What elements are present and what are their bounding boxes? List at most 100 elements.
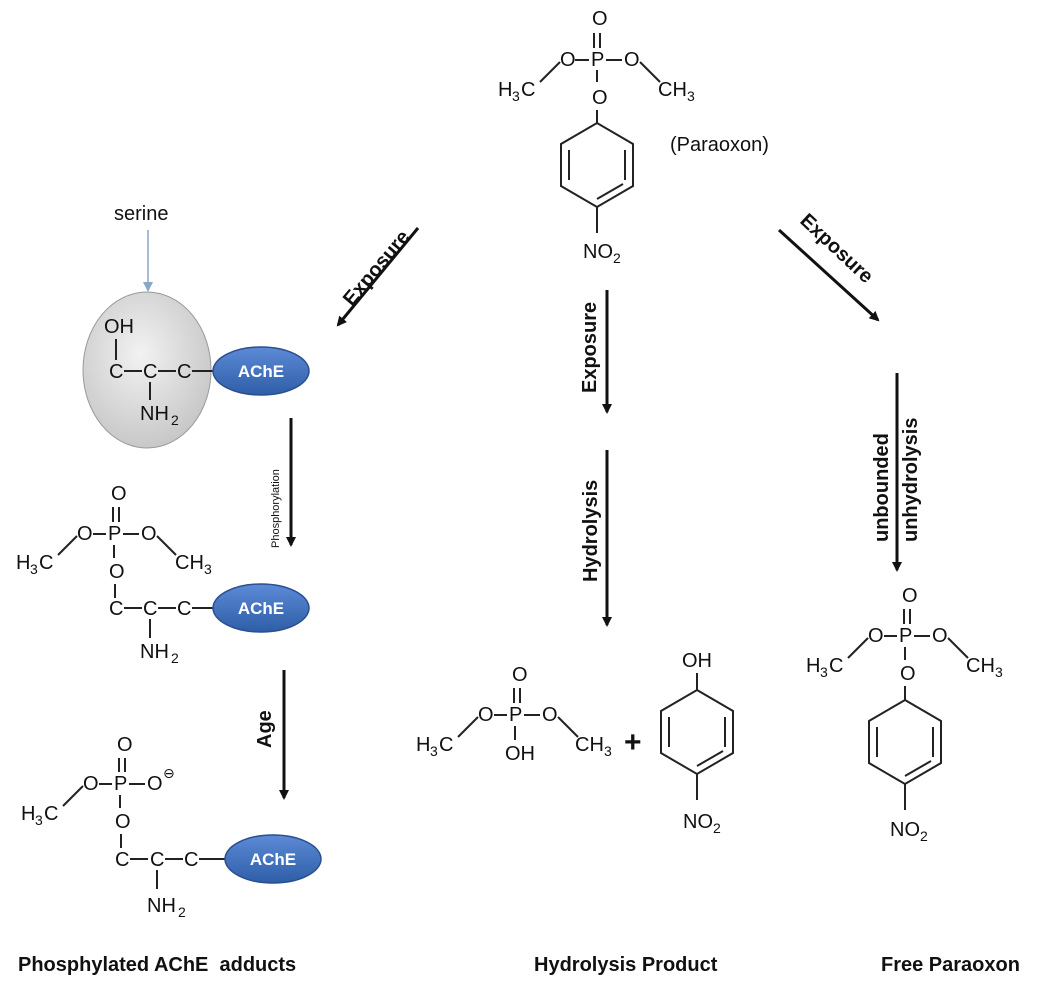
unbounded-label: unbounded xyxy=(871,433,893,542)
atom-no: NO xyxy=(583,241,613,263)
atom-o: O xyxy=(560,49,576,71)
atom-c: C xyxy=(39,552,53,574)
atom-o: O xyxy=(117,734,133,756)
atom-c: C xyxy=(44,803,58,825)
enzyme-ache: AChE xyxy=(212,583,310,633)
atom-ch: CH xyxy=(966,655,995,677)
subscript-3: 3 xyxy=(35,812,43,828)
subscript-2: 2 xyxy=(920,828,928,844)
aged-ache-molecule: O O P O ⊖ H 3 C O C C C NH 2 xyxy=(21,734,226,920)
atom-h: H xyxy=(21,803,35,825)
atom-c: C xyxy=(521,79,535,101)
exposure-label-middle: Exposure xyxy=(579,302,601,393)
caption-hydrolysis-product: Hydrolysis Product xyxy=(534,954,718,976)
atom-o: O xyxy=(542,704,558,726)
atom-nh: NH xyxy=(147,895,176,917)
atom-o: O xyxy=(109,561,125,583)
atom-c: C xyxy=(439,734,453,756)
atom-o: O xyxy=(111,483,127,505)
subscript-3: 3 xyxy=(204,561,212,577)
atom-no: NO xyxy=(890,819,920,841)
diethyl-phosphate-molecule: O O P O H 3 C CH 3 OH xyxy=(416,664,612,765)
paraoxon-label: (Paraoxon) xyxy=(670,134,769,156)
atom-p: P xyxy=(899,625,912,647)
atom-o: O xyxy=(902,585,918,607)
atom-o: O xyxy=(77,523,93,545)
atom-o: O xyxy=(147,773,163,795)
atom-c: C xyxy=(143,598,157,620)
caption-free-paraoxon: Free Paraoxon xyxy=(881,954,1020,976)
atom-o: O xyxy=(900,663,916,685)
atom-c: C xyxy=(184,849,198,871)
atom-ch: CH xyxy=(658,79,687,101)
subscript-2: 2 xyxy=(171,412,179,428)
atom-o: O xyxy=(592,8,608,30)
caption-phosphylated-adducts: Phosphylated AChE adducts xyxy=(18,954,296,976)
atom-o: O xyxy=(141,523,157,545)
atom-oh: OH xyxy=(505,743,535,765)
atom-p: P xyxy=(114,773,127,795)
atom-o: O xyxy=(868,625,884,647)
subscript-2: 2 xyxy=(613,250,621,266)
atom-c: C xyxy=(177,598,191,620)
atom-c: C xyxy=(177,361,191,383)
atom-c: C xyxy=(109,361,123,383)
free-paraoxon-molecule: O O P O H 3 C CH 3 O NO 2 xyxy=(806,585,1003,844)
atom-h: H xyxy=(498,79,512,101)
enzyme-label: AChE xyxy=(238,362,284,381)
atom-h: H xyxy=(806,655,820,677)
atom-c: C xyxy=(150,849,164,871)
atom-c: C xyxy=(115,849,129,871)
atom-p: P xyxy=(108,523,121,545)
phosphorylated-ache-molecule: O O P O H 3 C CH 3 O C C C NH 2 xyxy=(16,483,215,666)
unhydrolysis-label: unhydrolysis xyxy=(900,418,922,542)
atom-nh: NH xyxy=(140,403,169,425)
subscript-3: 3 xyxy=(604,743,612,759)
atom-o: O xyxy=(512,664,528,686)
exposure-arrow-left xyxy=(336,227,420,327)
atom-ch: CH xyxy=(575,734,604,756)
exposure-label-right: Exposure xyxy=(796,210,878,288)
atom-o: O xyxy=(592,87,608,109)
atom-oh: OH xyxy=(104,316,134,338)
atom-p: P xyxy=(591,49,604,71)
atom-oh: OH xyxy=(682,650,712,672)
atom-o: O xyxy=(478,704,494,726)
enzyme-ache: AChE xyxy=(224,834,322,884)
atom-c: C xyxy=(109,598,123,620)
atom-h: H xyxy=(416,734,430,756)
atom-c: C xyxy=(829,655,843,677)
negative-charge: ⊖ xyxy=(163,765,175,781)
atom-no: NO xyxy=(683,811,713,833)
subscript-3: 3 xyxy=(30,561,38,577)
subscript-3: 3 xyxy=(512,88,520,104)
atom-p: P xyxy=(509,704,522,726)
atom-o: O xyxy=(932,625,948,647)
p-nitrophenol-molecule: OH NO 2 xyxy=(660,650,734,836)
atom-o: O xyxy=(83,773,99,795)
phosphorylation-label: Phosphorylation xyxy=(270,469,282,548)
paraoxon-molecule: O O P O H 3 C CH 3 O NO 2 xyxy=(498,8,695,266)
subscript-3: 3 xyxy=(995,664,1003,680)
hydrolysis-label: Hydrolysis xyxy=(580,480,602,582)
plus-sign: + xyxy=(624,726,642,759)
enzyme-label: AChE xyxy=(250,850,296,869)
subscript-2: 2 xyxy=(178,904,186,920)
atom-c: C xyxy=(143,361,157,383)
exposure-label-left: Exposure xyxy=(339,226,414,310)
age-label: Age xyxy=(254,710,276,748)
subscript-2: 2 xyxy=(713,820,721,836)
atom-o: O xyxy=(624,49,640,71)
serine-molecule: OH C C C NH 2 xyxy=(104,316,215,428)
subscript-3: 3 xyxy=(820,664,828,680)
atom-h: H xyxy=(16,552,30,574)
atom-ch: CH xyxy=(175,552,204,574)
atom-o: O xyxy=(115,811,131,833)
subscript-3: 3 xyxy=(430,743,438,759)
enzyme-ache: AChE xyxy=(212,346,310,396)
atom-nh: NH xyxy=(140,641,169,663)
serine-label: serine xyxy=(114,203,168,225)
enzyme-label: AChE xyxy=(238,599,284,618)
subscript-3: 3 xyxy=(687,88,695,104)
